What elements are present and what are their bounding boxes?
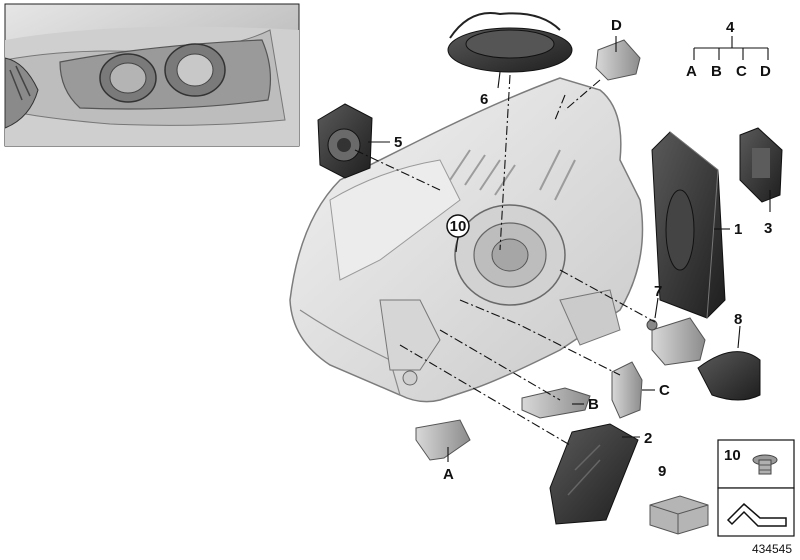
callout-10-circled: 10 xyxy=(450,218,467,235)
diagram-id: 434545 xyxy=(752,542,792,556)
callout-4: 4 xyxy=(726,19,735,36)
bracket-d-part xyxy=(595,39,641,81)
callout-5: 5 xyxy=(394,134,402,151)
bracket-b-part xyxy=(521,387,591,419)
callout-labels: 1 2 3 4 5 6 7 8 9 C B A D A B C D 10 xyxy=(394,17,772,483)
callout-3: 3 xyxy=(764,220,772,237)
callout-10-box: 10 xyxy=(724,447,741,464)
callout-bracket-d: D xyxy=(611,17,622,34)
callout-8: 8 xyxy=(734,311,742,328)
leader-lines xyxy=(368,36,771,462)
symbol-box xyxy=(717,487,795,537)
callout-7: 7 xyxy=(654,283,662,300)
servomotor-part xyxy=(646,317,706,366)
bracket-symbol-icon xyxy=(726,502,787,527)
holder-part xyxy=(549,423,639,525)
callout-bracket-c: C xyxy=(659,382,670,399)
headlight-housing xyxy=(289,77,644,403)
seal-cap-part xyxy=(697,351,761,401)
tree-child-b: B xyxy=(711,63,722,80)
callout-6: 6 xyxy=(480,91,488,108)
callout-2: 2 xyxy=(644,430,652,447)
bracket-c-part xyxy=(611,361,643,419)
callout-bracket-a: A xyxy=(443,466,454,483)
callout-1: 1 xyxy=(734,221,742,238)
callout-9: 9 xyxy=(658,463,666,480)
callout-bracket-b: B xyxy=(588,396,599,413)
tree-child-c: C xyxy=(736,63,747,80)
bracket-a-part xyxy=(415,419,471,461)
screw-icon xyxy=(752,454,778,475)
ballast-module-part xyxy=(739,127,783,203)
tree-child-d: D xyxy=(760,63,771,80)
vehicle-inset-image xyxy=(4,3,300,147)
part-10-box: 10 xyxy=(717,439,795,489)
tree-child-a: A xyxy=(686,63,697,80)
fan-motor-part xyxy=(317,103,373,179)
assembly-lines xyxy=(354,74,656,446)
circled-callout-ring xyxy=(446,214,470,238)
cover-cap-part xyxy=(447,12,573,73)
repair-kit-part xyxy=(649,495,709,535)
control-unit-part xyxy=(651,131,726,319)
